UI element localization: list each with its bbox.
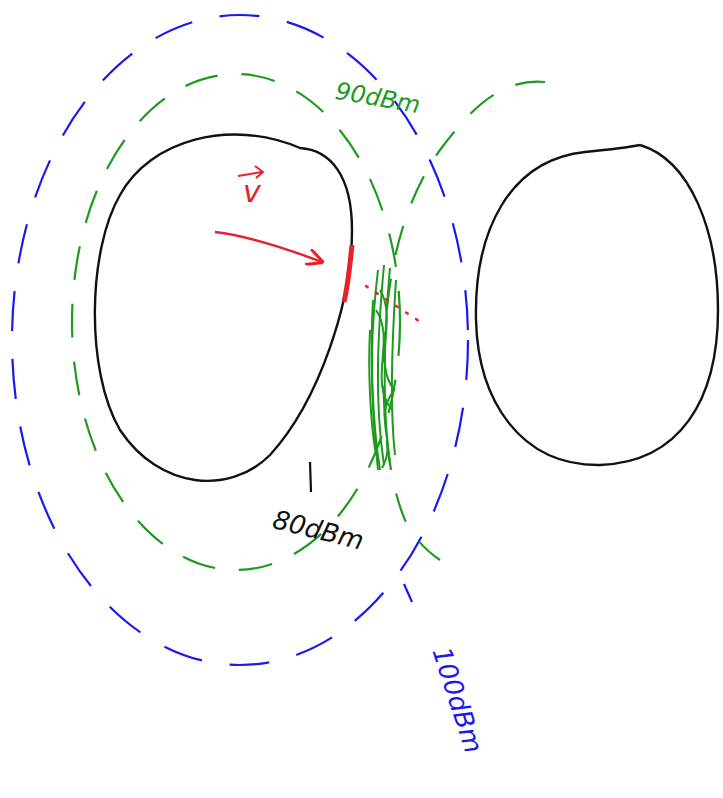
leader-line [404,584,412,602]
right-cell-outline [476,145,718,465]
signal-level-label: 80dBm [270,506,366,554]
overlap-hatching [369,265,396,470]
red-dotted-line [366,286,425,325]
green-contour [72,74,400,570]
velocity-arrow [215,232,322,262]
leader-line [310,462,311,492]
signal-level-label: 90dBm [334,79,422,118]
blue-contour [12,15,468,665]
vector-label: v [243,177,261,207]
red-border-mark [344,245,352,302]
green-contour-right [384,82,545,560]
signal-level-label: 100dBm [429,644,488,756]
left-cell-outline [95,135,352,481]
